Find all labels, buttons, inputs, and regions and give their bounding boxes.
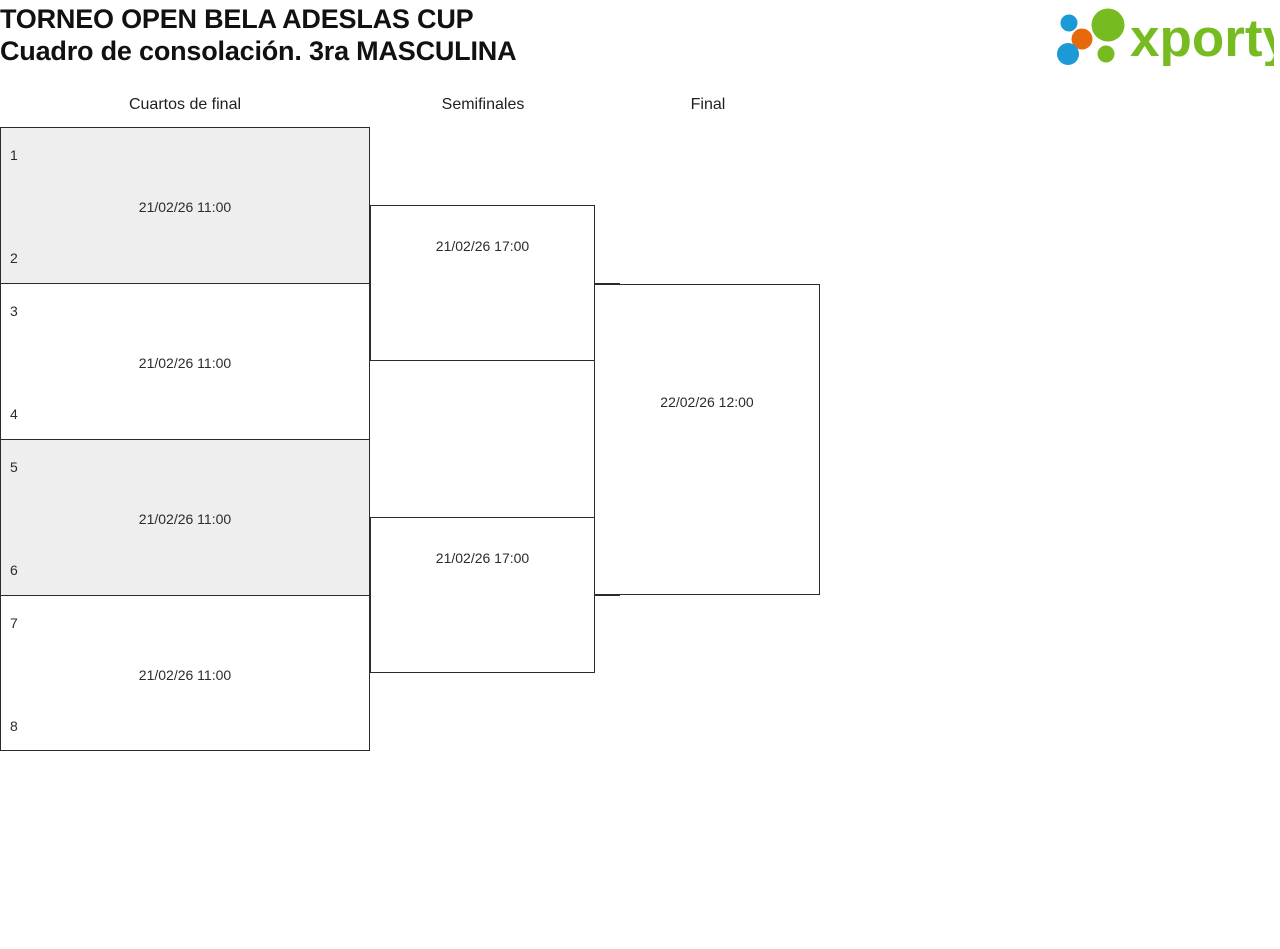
match-cell-qf1[interactable]: 1 21/02/26 11:00 2 — [0, 127, 370, 283]
match-datetime: 21/02/26 11:00 — [138, 199, 232, 215]
tournament-name: TORNEO OPEN BELA ADESLAS CUP — [0, 4, 474, 34]
connector-sf2-to-final — [594, 595, 620, 596]
match-cell-sf1[interactable]: 21/02/26 17:00 — [370, 205, 595, 361]
round-header-semifinals: Semifinales — [441, 96, 525, 113]
match-cell-sf2[interactable]: 21/02/26 17:00 — [370, 517, 595, 673]
logo-dots-icon — [1057, 8, 1125, 65]
seed-label: 4 — [10, 406, 18, 422]
seed-label: 7 — [10, 615, 18, 631]
match-datetime: 21/02/26 17:00 — [435, 550, 530, 566]
tournament-title: TORNEO OPEN BELA ADESLAS CUP Cuadro de c… — [0, 0, 1040, 67]
match-datetime: 21/02/26 11:00 — [138, 511, 232, 527]
seed-label: 8 — [10, 718, 18, 734]
seed-label: 6 — [10, 562, 18, 578]
seed-label: 1 — [10, 147, 18, 163]
match-cell-qf2[interactable]: 3 21/02/26 11:00 4 — [0, 283, 370, 439]
match-datetime: 21/02/26 11:00 — [138, 667, 232, 683]
round-header-final: Final — [690, 96, 726, 113]
match-cell-qf4[interactable]: 7 21/02/26 11:00 8 — [0, 595, 370, 751]
match-cell-final[interactable]: 22/02/26 12:00 — [594, 284, 820, 595]
match-datetime: 21/02/26 17:00 — [435, 238, 530, 254]
logo-wordmark: xporty — [1130, 9, 1274, 66]
match-cell-qf3[interactable]: 5 21/02/26 11:00 6 — [0, 439, 370, 595]
match-datetime: 21/02/26 11:00 — [138, 355, 232, 371]
quarterfinals-column: 1 21/02/26 11:00 2 3 21/02/26 11:00 4 5 … — [0, 127, 370, 751]
seed-label: 2 — [10, 250, 18, 266]
seed-label: 3 — [10, 303, 18, 319]
round-header-quarterfinals: Cuartos de final — [128, 96, 242, 113]
connector-sf1-to-final — [594, 283, 620, 284]
match-datetime: 22/02/26 12:00 — [660, 394, 754, 410]
bracket-subtitle: Cuadro de consolación. 3ra MASCULINA — [0, 36, 517, 66]
seed-label: 5 — [10, 459, 18, 475]
xporty-logo[interactable]: xporty — [1046, 6, 1274, 66]
